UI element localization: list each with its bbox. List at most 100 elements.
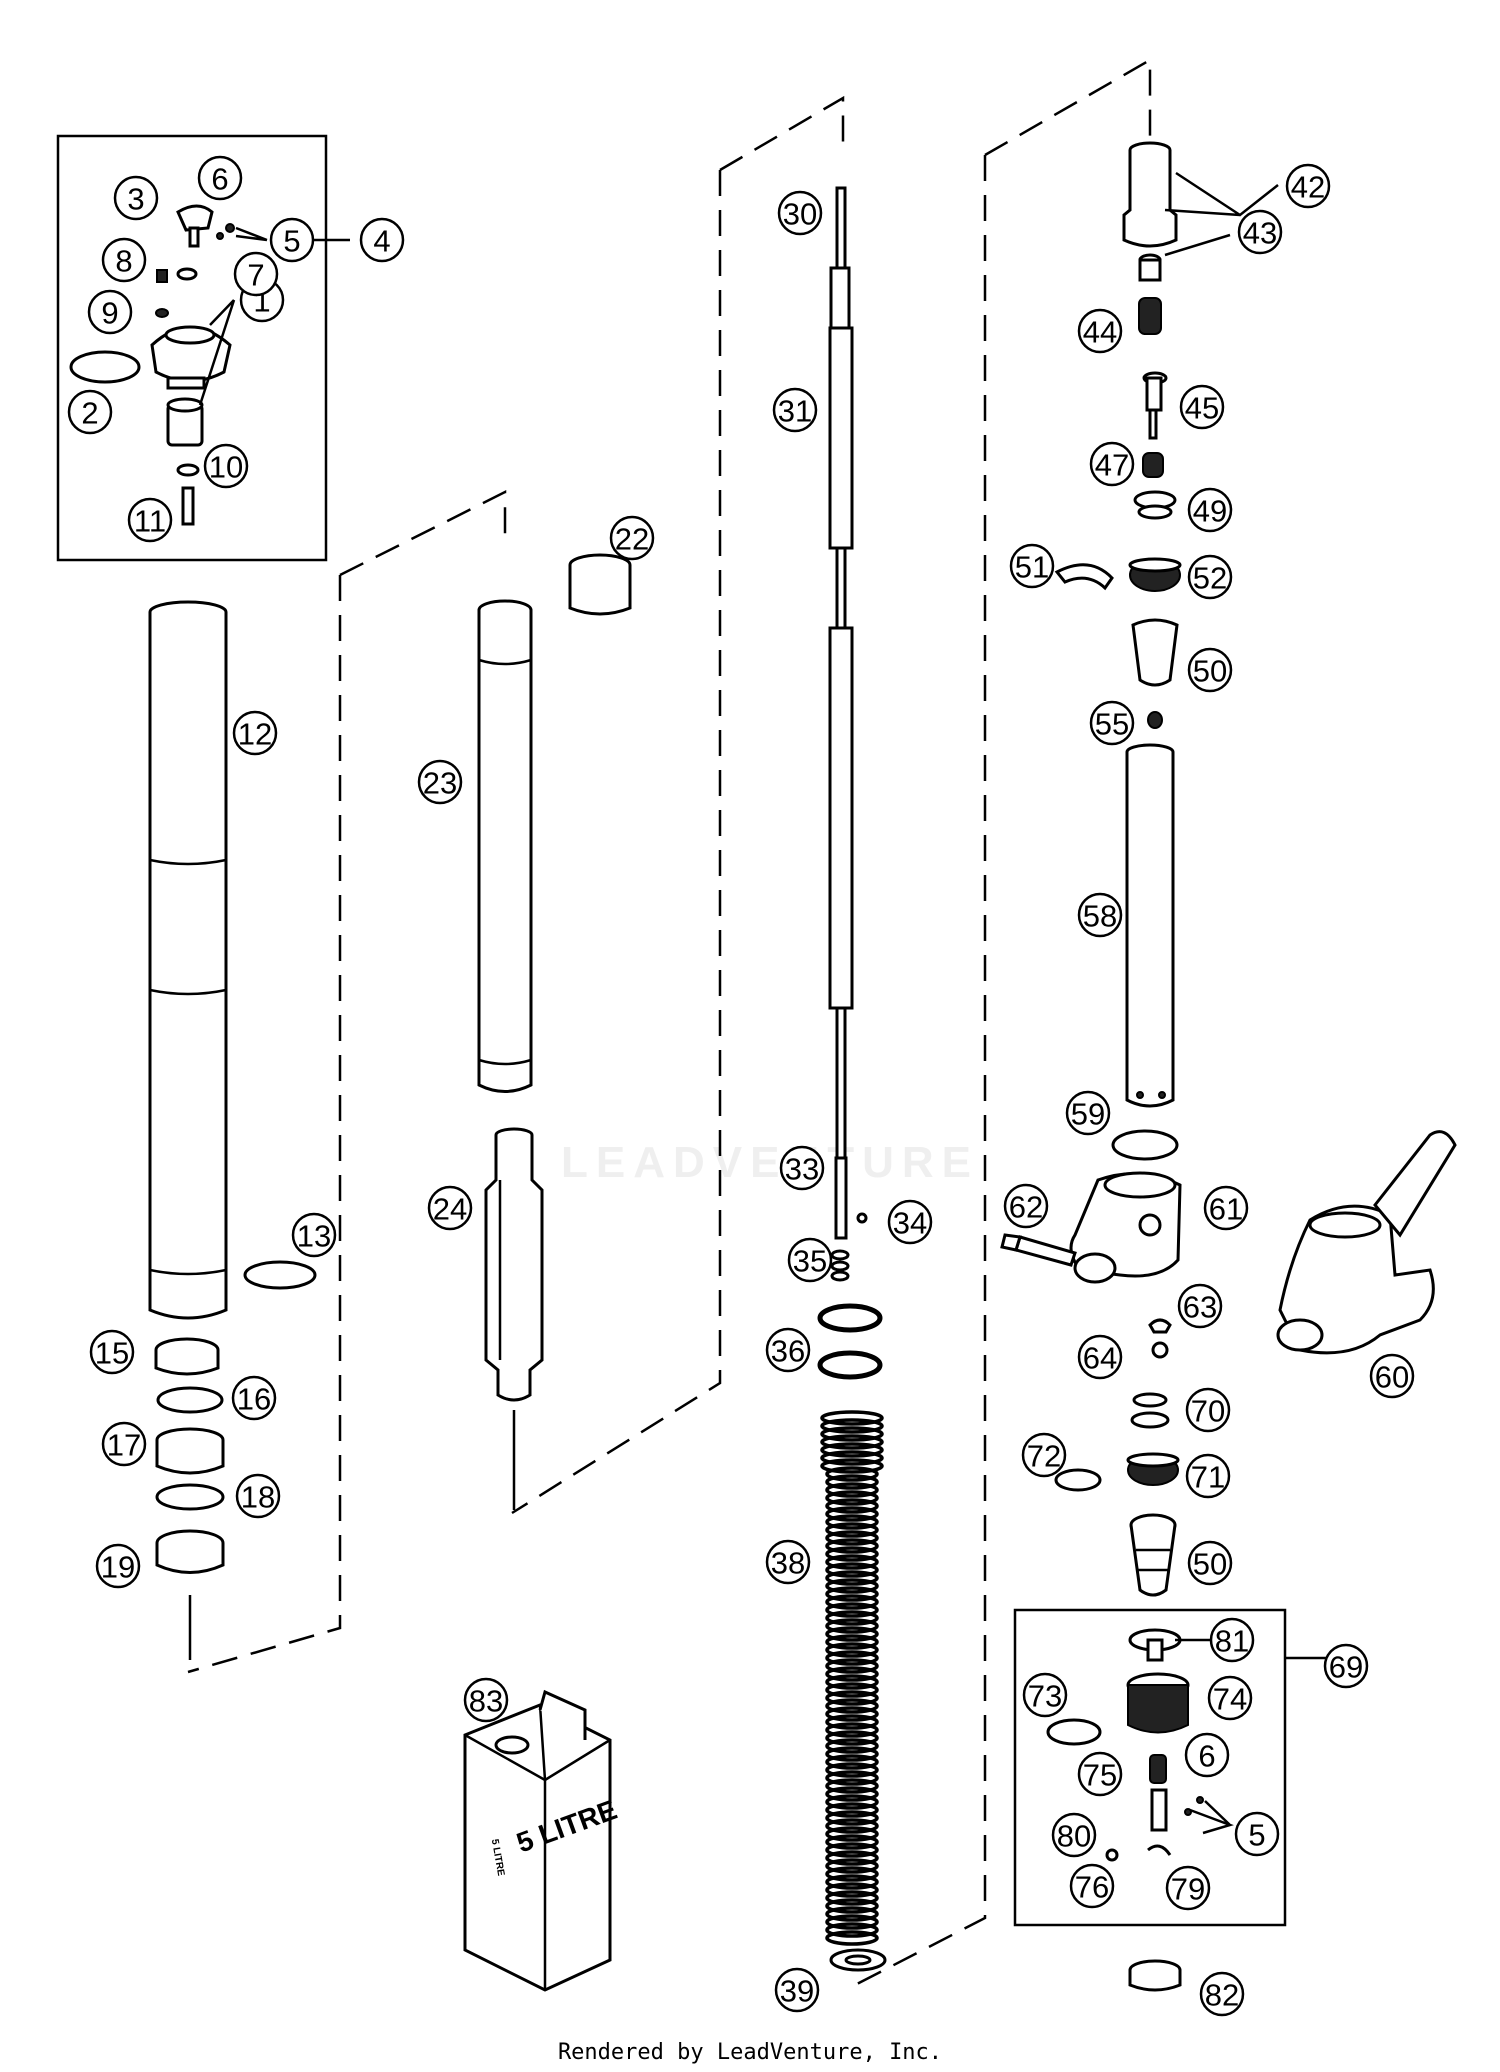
callout-8[interactable]: 8 <box>101 237 147 283</box>
callout-number: 42 <box>1291 170 1325 205</box>
callout-13[interactable]: 13 <box>291 1212 337 1258</box>
callout-circle <box>1187 487 1233 533</box>
callout-34[interactable]: 34 <box>887 1199 933 1245</box>
callout-number: 33 <box>785 1152 819 1187</box>
spring-drawing <box>820 1410 884 1946</box>
callout-number: 4 <box>373 224 390 259</box>
callout-number: 2 <box>81 396 98 431</box>
valve-assembly-parts-drawing <box>1046 1628 1204 1862</box>
callout-43[interactable]: 43 <box>1237 209 1283 255</box>
callout-circle <box>1237 209 1283 255</box>
callout-circle <box>113 175 159 221</box>
callout-60[interactable]: 60 <box>1369 1353 1415 1399</box>
callout-74[interactable]: 74 <box>1207 1675 1253 1721</box>
callout-4[interactable]: 4 <box>359 217 405 263</box>
callout-circle <box>765 1327 811 1373</box>
callout-circle <box>1207 1675 1253 1721</box>
valve-assembly-box <box>1013 1608 1287 1927</box>
callout-circle <box>1234 1811 1280 1857</box>
callout-75[interactable]: 75 <box>1077 1751 1123 1797</box>
callout-circle <box>203 443 249 489</box>
callout-61[interactable]: 61 <box>1203 1185 1249 1231</box>
callout-23[interactable]: 23 <box>417 759 463 805</box>
callout-number: 70 <box>1191 1394 1225 1429</box>
spring-seat-drawing <box>829 1948 887 1972</box>
callout-circle <box>765 1539 811 1585</box>
callout-7[interactable]: 7 <box>233 251 279 297</box>
callout-52[interactable]: 52 <box>1187 554 1233 600</box>
callout-circle <box>127 497 173 543</box>
callout-layer: 1234567891011121315161718192223243031333… <box>67 155 1415 2017</box>
callout-44[interactable]: 44 <box>1077 308 1123 354</box>
cap-assembly-parts <box>69 204 235 526</box>
callout-number: 79 <box>1171 1872 1205 1907</box>
callout-35[interactable]: 35 <box>787 1237 833 1283</box>
callout-number: 80 <box>1057 1819 1091 1854</box>
callout-2[interactable]: 2 <box>67 389 113 435</box>
callout-73[interactable]: 73 <box>1022 1672 1068 1718</box>
callout-number: 44 <box>1083 315 1117 350</box>
callout-number: 74 <box>1213 1682 1247 1717</box>
callout-18[interactable]: 18 <box>235 1473 281 1519</box>
callout-3[interactable]: 3 <box>113 175 159 221</box>
callout-80[interactable]: 80 <box>1051 1812 1097 1858</box>
callout-number: 72 <box>1027 1439 1061 1474</box>
callout-circle <box>1285 163 1331 209</box>
callout-39[interactable]: 39 <box>774 1967 820 2013</box>
callout-76[interactable]: 76 <box>1069 1863 1115 1909</box>
callout-15[interactable]: 15 <box>89 1329 135 1375</box>
callout-number: 10 <box>209 450 243 485</box>
callout-59[interactable]: 59 <box>1065 1090 1111 1136</box>
callout-79[interactable]: 79 <box>1165 1865 1211 1911</box>
damper-rod-drawing <box>817 186 883 1380</box>
callout-82[interactable]: 82 <box>1199 1971 1245 2017</box>
callout-9[interactable]: 9 <box>87 289 133 335</box>
inner-tube-drawing <box>477 553 632 1510</box>
callout-45[interactable]: 45 <box>1179 384 1225 430</box>
callout-circle <box>67 389 113 435</box>
callout-69[interactable]: 69 <box>1323 1643 1369 1689</box>
callout-55[interactable]: 55 <box>1089 700 1135 746</box>
callout-circle <box>1077 892 1123 938</box>
callout-circle <box>1022 1672 1068 1718</box>
callout-71[interactable]: 71 <box>1185 1453 1231 1499</box>
callout-number: 75 <box>1083 1758 1117 1793</box>
callout-58[interactable]: 58 <box>1077 892 1123 938</box>
callout-38[interactable]: 38 <box>765 1539 811 1585</box>
callout-16[interactable]: 16 <box>231 1375 277 1421</box>
callout-circle <box>1077 308 1123 354</box>
callout-49[interactable]: 49 <box>1187 487 1233 533</box>
callout-47[interactable]: 47 <box>1089 441 1135 487</box>
callout-number: 69 <box>1329 1650 1363 1685</box>
callout-36[interactable]: 36 <box>765 1327 811 1373</box>
callout-63[interactable]: 63 <box>1177 1283 1223 1329</box>
callout-31[interactable]: 31 <box>772 387 818 433</box>
callout-72[interactable]: 72 <box>1021 1432 1067 1478</box>
callout-5[interactable]: 5 <box>269 217 315 263</box>
callout-17[interactable]: 17 <box>101 1421 147 1467</box>
callout-30[interactable]: 30 <box>777 190 823 236</box>
callout-70[interactable]: 70 <box>1185 1387 1231 1433</box>
callout-81[interactable]: 81 <box>1209 1617 1255 1663</box>
callout-6[interactable]: 6 <box>1184 1732 1230 1778</box>
callout-5[interactable]: 5 <box>1234 1811 1280 1857</box>
callout-19[interactable]: 19 <box>95 1543 141 1589</box>
callout-11[interactable]: 11 <box>127 497 173 543</box>
callout-51[interactable]: 51 <box>1009 543 1055 589</box>
callout-6[interactable]: 6 <box>197 155 243 201</box>
callout-12[interactable]: 12 <box>232 710 278 756</box>
callout-50[interactable]: 50 <box>1187 1540 1233 1586</box>
callout-64[interactable]: 64 <box>1077 1334 1123 1380</box>
callout-33[interactable]: 33 <box>779 1145 825 1191</box>
callout-circle <box>1187 647 1233 693</box>
callout-50[interactable]: 50 <box>1187 647 1233 693</box>
callout-42[interactable]: 42 <box>1285 163 1331 209</box>
callout-10[interactable]: 10 <box>203 443 249 489</box>
callout-83[interactable]: 83 <box>463 1677 509 1723</box>
callout-circle <box>359 217 405 263</box>
callout-24[interactable]: 24 <box>427 1185 473 1231</box>
callout-circle <box>887 1199 933 1245</box>
callout-62[interactable]: 62 <box>1003 1183 1049 1229</box>
callout-22[interactable]: 22 <box>609 515 655 561</box>
callout-circle <box>95 1543 141 1589</box>
